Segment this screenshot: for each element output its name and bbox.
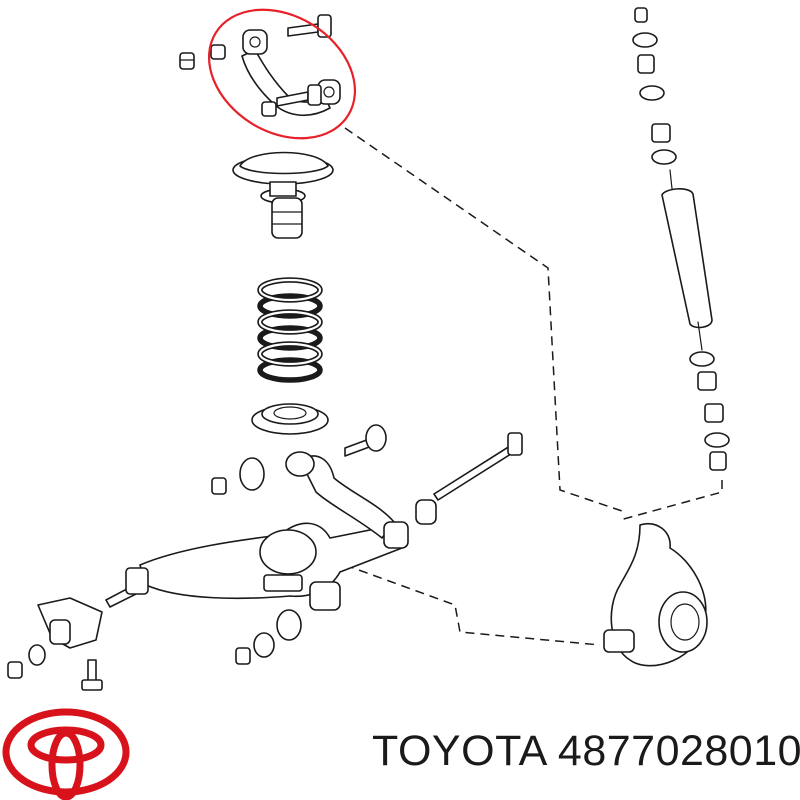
spring-lower-seat: [251, 403, 329, 435]
assembly-leader-lines: [344, 127, 723, 646]
brand-name: TOYOTA: [372, 727, 546, 775]
bump-stopper: [271, 197, 303, 239]
left-bracket: [7, 597, 103, 691]
camber-bolt: [344, 424, 387, 457]
toyota-emblem-icon: [2, 708, 130, 800]
spring-upper-seat: [232, 151, 334, 204]
steering-knuckle: [603, 523, 708, 667]
coil-spring: [257, 277, 323, 383]
part-number: 4877028010: [557, 727, 800, 775]
lower-control-arm: [105, 451, 409, 611]
lower-arm-long-bolt: [415, 432, 523, 525]
lower-arm-washers: [211, 457, 302, 665]
shock-absorber: [632, 7, 730, 471]
upper-arm-nut: [179, 52, 195, 70]
upper-control-arm: [210, 14, 341, 117]
part-caption: TOYOTA 4877028010: [372, 727, 800, 776]
highlight-ring: [207, 8, 357, 140]
